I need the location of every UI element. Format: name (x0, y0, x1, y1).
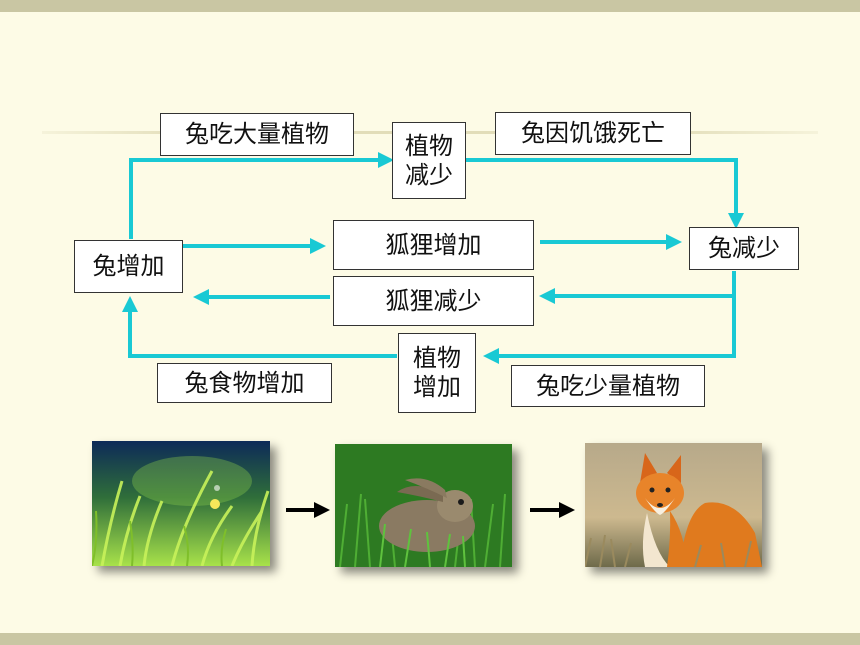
box-rabbit-food-increase: 兔食物增加 (157, 363, 332, 403)
fox-photo (585, 443, 762, 567)
arrow-rabbit-decrease-to-fox-decrease (539, 271, 736, 304)
grass-photo (92, 441, 270, 566)
box-fox-decrease: 狐狸减少 (333, 276, 534, 326)
box-label: 兔减少 (708, 234, 780, 263)
box-label-line1: 植物 (413, 344, 461, 373)
box-label: 兔吃少量植物 (536, 371, 680, 400)
box-label-line2: 增加 (413, 373, 461, 401)
top-band (0, 0, 860, 12)
box-plants-decrease: 植物 减少 (392, 122, 466, 199)
box-rabbit-decrease: 兔减少 (689, 227, 799, 270)
box-rabbit-eats-few-plants: 兔吃少量植物 (511, 365, 705, 407)
box-rabbit-eats-many-plants: 兔吃大量植物 (160, 113, 354, 156)
box-fox-increase: 狐狸增加 (333, 220, 534, 270)
box-label: 兔吃大量植物 (185, 120, 329, 149)
box-rabbit-starves: 兔因饥饿死亡 (495, 112, 691, 155)
box-label: 兔食物增加 (184, 368, 305, 397)
box-label: 狐狸增加 (385, 230, 482, 259)
rabbit-photo (335, 444, 512, 567)
box-rabbit-increase: 兔增加 (74, 240, 183, 293)
box-plants-increase: 植物 增加 (398, 333, 476, 413)
chain-arrow-grass-to-rabbit (286, 502, 330, 518)
box-label: 狐狸减少 (385, 286, 482, 315)
bottom-band (0, 633, 860, 645)
arrow-rabbit-decrease-to-plants-increase (483, 296, 736, 364)
arrow-plants-increase-to-rabbit-increase (122, 296, 397, 358)
box-label: 兔增加 (92, 252, 165, 281)
arrow-rabbit-up-to-plants (129, 152, 394, 239)
box-label-line2: 减少 (405, 160, 453, 189)
box-label: 兔因饥饿死亡 (521, 119, 665, 148)
arrow-plants-to-rabbit-decrease (466, 158, 744, 229)
box-label-line1: 植物 (405, 131, 453, 160)
chain-arrow-rabbit-to-fox (530, 502, 575, 518)
